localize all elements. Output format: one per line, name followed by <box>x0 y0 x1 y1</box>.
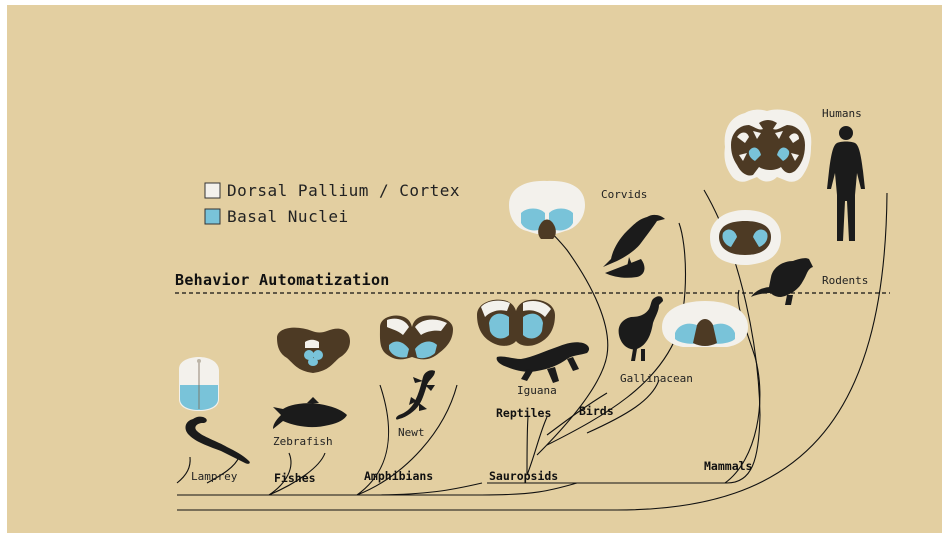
lamprey-icon <box>186 417 250 464</box>
group-fishes: Fishes <box>274 471 316 485</box>
basal-nuclei-swatch <box>205 209 220 224</box>
iguana-icon <box>497 342 589 383</box>
group-sauropsids: Sauropsids <box>489 469 558 483</box>
human-brain <box>724 110 811 182</box>
group-birds: Birds <box>579 404 614 418</box>
crow-icon <box>603 215 665 278</box>
label-rodents: Rodents <box>822 274 868 287</box>
chicken-icon <box>619 296 663 361</box>
gallinacean-brain <box>662 301 748 347</box>
zebrafish-brain <box>277 328 350 373</box>
label-lamprey: Lamprey <box>191 470 238 483</box>
label-newt: Newt <box>398 426 425 439</box>
legend-basal-nuclei: Basal Nuclei <box>227 207 349 226</box>
group-amphibians: Amphibians <box>364 469 433 483</box>
corvid-brain <box>509 181 585 239</box>
newt-brain <box>380 315 453 359</box>
legend-dorsal-pallium: Dorsal Pallium / Cortex <box>227 181 460 200</box>
newt-icon <box>396 370 435 419</box>
label-gallinacean: Gallinacean <box>620 372 693 385</box>
label-corvids: Corvids <box>601 188 647 201</box>
rat-icon <box>751 258 813 305</box>
label-zebrafish: Zebrafish <box>273 435 333 448</box>
label-humans: Humans <box>822 107 862 120</box>
label-iguana: Iguana <box>517 384 557 397</box>
group-mammals: Mammals <box>704 459 752 473</box>
zebrafish-icon <box>273 397 347 429</box>
group-reptiles: Reptiles <box>496 406 551 420</box>
dorsal-pallium-swatch <box>205 183 220 198</box>
phylogeny-diagram: Dorsal Pallium / Cortex Basal Nuclei Beh… <box>7 5 942 533</box>
human-icon <box>827 126 865 241</box>
iguana-brain <box>477 300 555 346</box>
legend: Dorsal Pallium / Cortex Basal Nuclei <box>205 181 460 226</box>
lamprey-brain <box>179 357 219 411</box>
rodent-brain <box>710 210 781 265</box>
diagram-canvas: Dorsal Pallium / Cortex Basal Nuclei Beh… <box>7 5 942 533</box>
behavior-automatization-title: Behavior Automatization <box>175 271 390 289</box>
